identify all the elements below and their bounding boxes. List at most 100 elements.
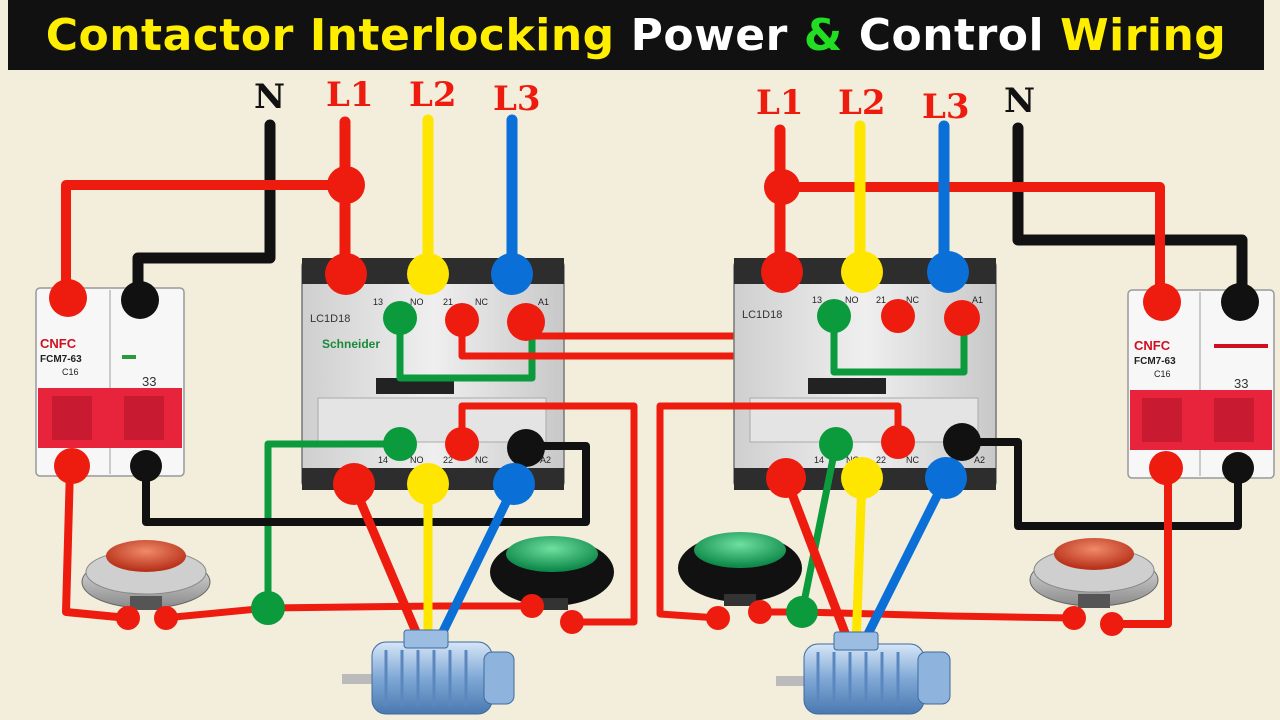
right-terminal-14 <box>819 427 853 461</box>
right-contactor-model: LC1D18 <box>742 309 782 321</box>
left-mcb-rating: C16 <box>62 367 79 377</box>
right-terminal-l2 <box>841 251 883 293</box>
right-mcb-out-wire <box>1108 466 1172 628</box>
title-word-contactor: Contactor <box>45 9 294 61</box>
right-start-feed-wire <box>656 402 902 622</box>
right-term-no-top: NO <box>845 295 859 305</box>
right-terminal-t2 <box>841 457 883 499</box>
left-term-21: 21 <box>443 297 453 307</box>
right-stop-terminal-2 <box>1100 612 1124 636</box>
title-ampersand: & <box>803 9 843 61</box>
right-start-terminal-1 <box>706 606 730 630</box>
left-start-terminal-1 <box>520 594 544 618</box>
right-coil-neutral-wire <box>958 438 1242 530</box>
right-terminal-t1 <box>766 458 806 498</box>
left-stop-terminal-1 <box>116 606 140 630</box>
title-banner: Contactor Interlocking Power & Control W… <box>8 0 1264 70</box>
right-mcb-in-l <box>1143 283 1181 321</box>
left-mcb-in-l <box>49 279 87 317</box>
right-term-21: 21 <box>876 295 886 305</box>
right-terminal-t3 <box>925 457 967 499</box>
left-stop-terminal-2 <box>154 606 178 630</box>
right-label-l1: L1 <box>756 83 804 123</box>
left-mcb-model: FCM7-63 <box>40 354 82 365</box>
left-circuit: N L1 L2 L3 LC1D18 Schneider 13 NO 21 NC … <box>35 75 966 715</box>
right-terminal-a2 <box>943 423 981 461</box>
right-terminal-l3 <box>927 251 969 293</box>
right-motor-lead-l2 <box>851 473 867 651</box>
left-terminal-13 <box>383 301 417 335</box>
left-terminal-21 <box>445 303 479 337</box>
right-terminal-a1 <box>944 300 980 336</box>
right-mcb-pole-mark: 33 <box>1234 376 1248 391</box>
right-mcb: CNFC FCM7-63 C16 33 <box>1127 289 1275 479</box>
left-terminal-l1 <box>325 253 367 295</box>
left-label-l3: L3 <box>493 79 541 119</box>
right-term-14: 14 <box>814 455 824 465</box>
left-terminal-14 <box>383 427 417 461</box>
right-motor-lead-l3 <box>857 473 951 651</box>
left-term-no-bottom: NO <box>410 455 424 465</box>
left-terminal-22 <box>445 427 479 461</box>
left-aux-bridge-wire <box>396 314 536 382</box>
left-term-no-top: NO <box>410 297 424 307</box>
right-term-a2: A2 <box>974 455 985 465</box>
left-coil-neutral-wire <box>142 442 590 526</box>
right-l1-junction <box>764 169 800 205</box>
left-stop-start-wire <box>160 602 534 622</box>
left-term-22: 22 <box>443 455 453 465</box>
right-circuit: L1 L2 L3 N LC1D18 13 NO 21 NC A1 14 NO 2… <box>656 81 1275 715</box>
left-neutral-wire <box>132 119 276 306</box>
title-word-wiring: Wiring <box>1060 9 1227 61</box>
right-mcb-out-n <box>1222 452 1254 484</box>
right-start-terminal-2 <box>748 600 772 624</box>
right-stop-button <box>1029 538 1159 608</box>
left-mcb-pole-mark: 33 <box>142 374 156 389</box>
left-terminal-l2 <box>407 253 449 295</box>
left-label-l2: L2 <box>409 75 457 115</box>
left-term-nc-top: NC <box>475 297 488 307</box>
left-terminal-t3 <box>493 463 535 505</box>
right-stop-terminal-1 <box>1062 606 1086 630</box>
left-terminal-t1 <box>333 463 375 505</box>
left-term-a1: A1 <box>538 297 549 307</box>
left-term-14: 14 <box>378 455 388 465</box>
left-hold-wire <box>264 440 404 612</box>
right-mcb-in-n <box>1221 283 1259 321</box>
left-mcb-out-n <box>130 450 162 482</box>
right-mcb-rating: C16 <box>1154 369 1171 379</box>
right-neutral-wire <box>1012 122 1248 306</box>
left-start-feed-wire <box>458 402 638 626</box>
title-word-interlocking: Interlocking <box>309 9 615 61</box>
right-aux-bridge-wire <box>830 312 968 376</box>
left-terminal-l3 <box>491 253 533 295</box>
right-label-l3: L3 <box>922 87 970 127</box>
right-term-nc-top: NC <box>906 295 919 305</box>
left-term-13: 13 <box>373 297 383 307</box>
right-hold-junction <box>786 596 818 628</box>
title-word-power: Power <box>630 9 788 61</box>
right-mcb-out-l <box>1149 451 1183 485</box>
left-motor <box>342 629 515 715</box>
left-term-a2: A2 <box>540 455 551 465</box>
left-terminal-t2 <box>407 463 449 505</box>
right-terminal-l1 <box>761 251 803 293</box>
right-term-22: 22 <box>876 455 886 465</box>
right-mcb-model: FCM7-63 <box>1134 356 1176 367</box>
right-terminal-21 <box>881 299 915 333</box>
right-term-nc-bottom: NC <box>906 455 919 465</box>
left-motor-lead-l1 <box>349 481 427 651</box>
left-l1-junction <box>327 166 365 204</box>
right-hold-wire <box>798 440 840 616</box>
left-mcb: CNFC FCM7-63 C16 33 <box>35 287 185 477</box>
left-label-l1: L1 <box>326 75 374 115</box>
right-terminal-22 <box>881 425 915 459</box>
left-stop-button <box>81 540 211 610</box>
right-mcb-brand: CNFC <box>1134 338 1171 353</box>
right-term-13: 13 <box>812 295 822 305</box>
left-contactor-brand: Schneider <box>322 337 380 351</box>
left-start-terminal-2 <box>560 610 584 634</box>
left-mcb-out-l <box>54 448 90 484</box>
left-terminal-a2 <box>507 429 545 467</box>
